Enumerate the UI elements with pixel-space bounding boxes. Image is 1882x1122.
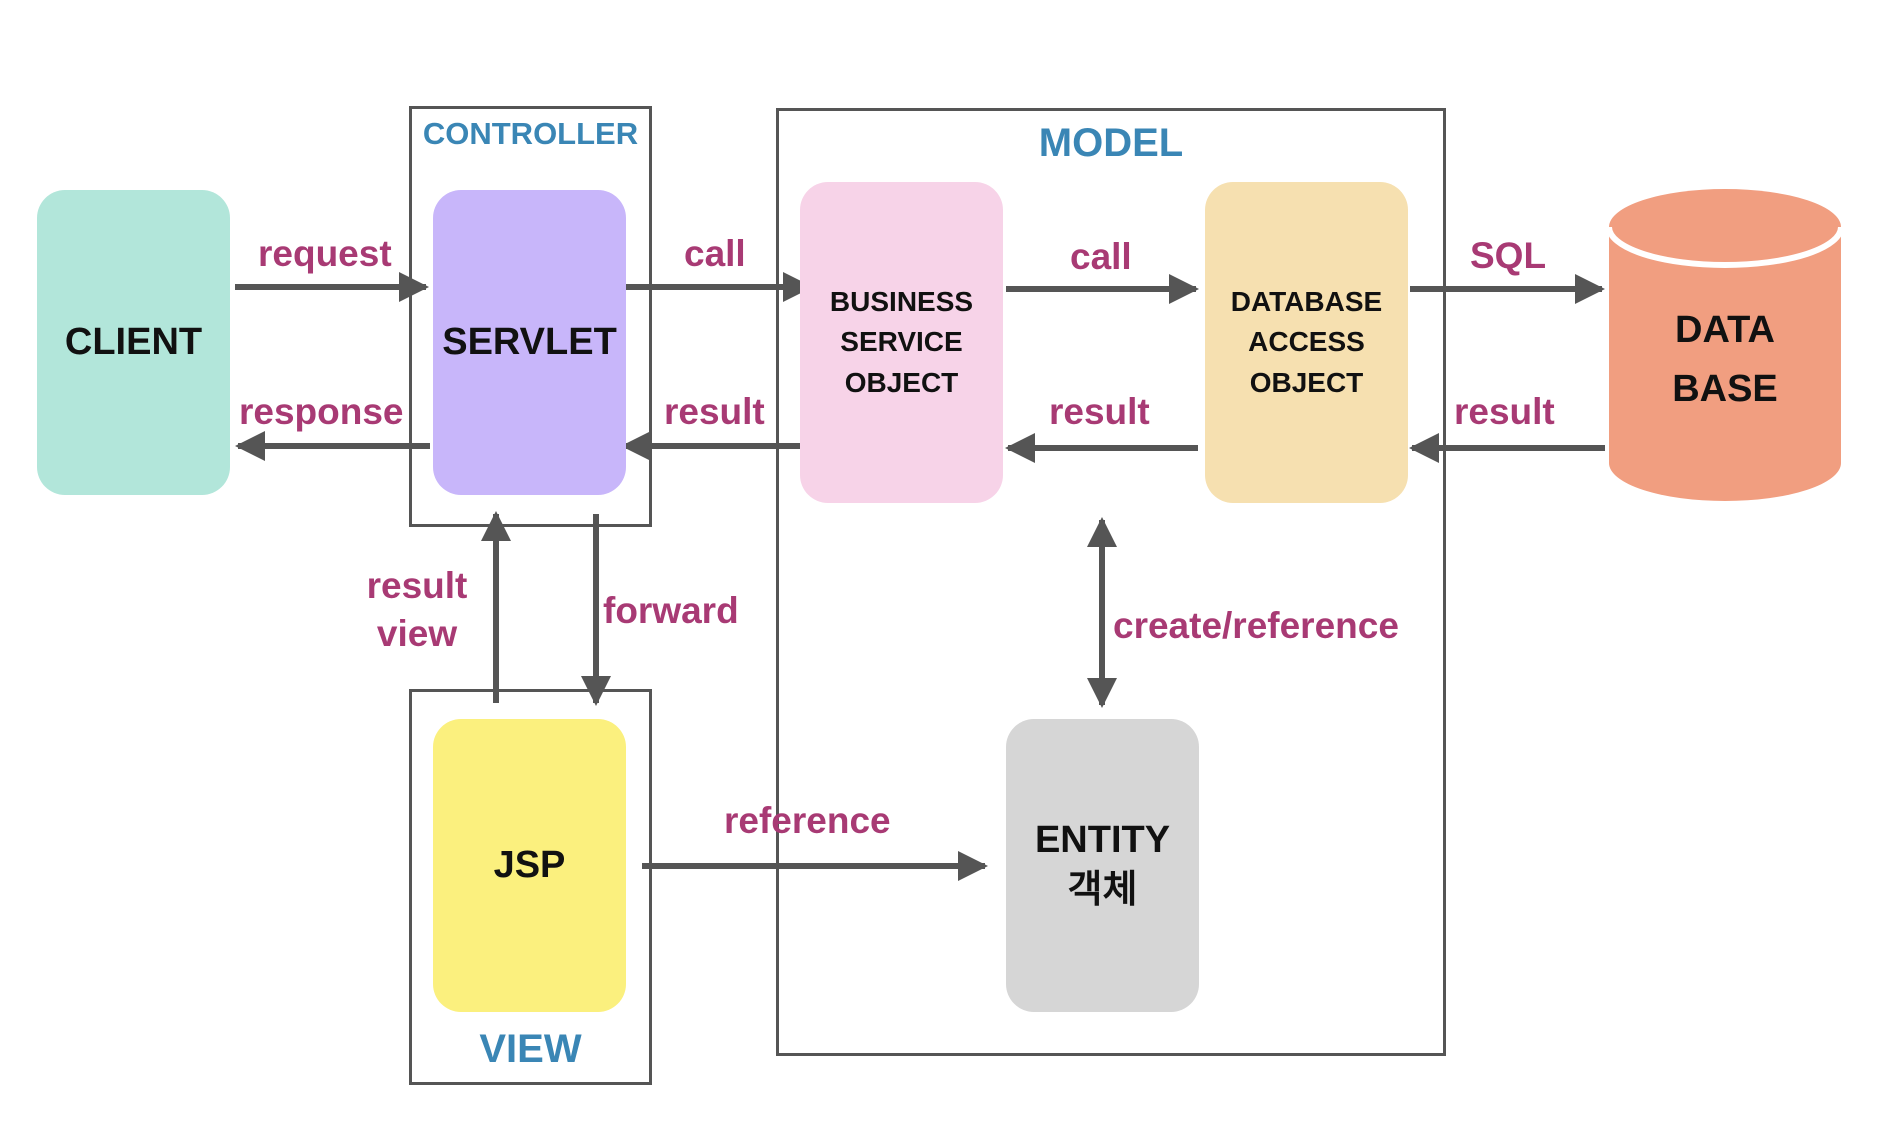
business-service-object-label: BUSINESS SERVICE OBJECT (829, 285, 974, 398)
result-db-dao-label: result (1454, 391, 1555, 432)
entity-box: ENTITY 객체 (1006, 719, 1199, 1012)
call-servlet-business-label: call (684, 233, 746, 274)
model-label: MODEL (1038, 121, 1184, 165)
controller-frame (409, 106, 652, 527)
jsp-label: JSP (493, 843, 566, 886)
request-label: request (258, 233, 392, 274)
result-view-label: result view (366, 565, 468, 655)
result-dao-business-label: result (1049, 391, 1150, 432)
forward-label: forward (603, 590, 739, 631)
sql-label: SQL (1470, 235, 1547, 276)
business-service-object-box: BUSINESS SERVICE OBJECT (800, 182, 1003, 503)
client-box: CLIENT (37, 190, 230, 495)
database-access-object-label: DATABASE ACCESS OBJECT (1230, 285, 1383, 398)
view-frame (409, 689, 652, 1085)
client-label: CLIENT (64, 320, 203, 363)
entity-label: ENTITY 객체 (1034, 819, 1171, 911)
database-cylinder (1606, 189, 1844, 501)
result-business-servlet-label: result (664, 391, 765, 432)
create-reference-label: create/reference (1113, 605, 1399, 646)
servlet-box: SERVLET (433, 190, 626, 495)
call-business-dao-label: call (1070, 236, 1132, 277)
view-label: VIEW (479, 1027, 582, 1071)
database-box: DATA BASE (1605, 250, 1845, 470)
database-label: DATA BASE (1672, 309, 1778, 410)
controller-label: CONTROLLER (422, 116, 639, 151)
reference-label: reference (724, 800, 891, 841)
servlet-label: SERVLET (442, 320, 617, 363)
response-label: response (239, 391, 404, 432)
database-access-object-box: DATABASE ACCESS OBJECT (1205, 182, 1408, 503)
model-frame (776, 108, 1446, 1056)
jsp-box: JSP (433, 719, 626, 1012)
